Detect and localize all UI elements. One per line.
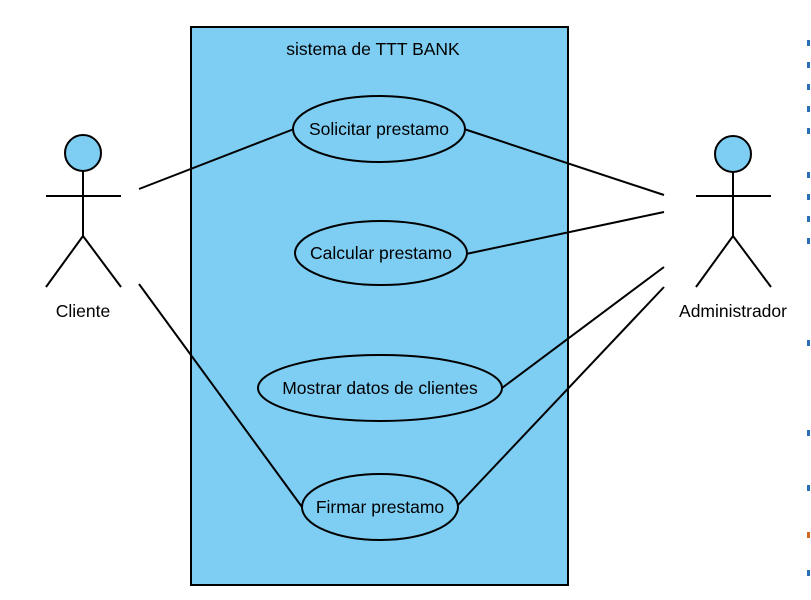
association-admin-solicitar[interactable] — [463, 128, 665, 196]
edge-mark — [807, 532, 810, 538]
association-cliente-firmar[interactable] — [138, 283, 303, 508]
actor-cliente-name: Cliente — [56, 301, 110, 321]
actor-cliente-head — [64, 134, 102, 172]
usecase-calcular-ellipse[interactable] — [294, 220, 468, 286]
edge-fragments — [806, 40, 811, 600]
system-title: sistema de TTT BANK — [286, 39, 460, 59]
edge-mark — [807, 216, 810, 222]
edge-mark — [807, 485, 810, 491]
usecase-firmar-label: Firmar prestamo — [316, 497, 444, 517]
usecase-calcular-prestamo[interactable]: Calcular prestamo — [294, 220, 468, 286]
edge-mark — [807, 430, 810, 436]
usecase-firmar-prestamo[interactable]: Firmar prestamo — [301, 473, 459, 541]
actor-administrador-name: Administrador — [679, 301, 787, 321]
association-admin-mostrar[interactable] — [501, 266, 665, 389]
edge-mark — [807, 172, 810, 178]
usecase-mostrar-datos[interactable]: Mostrar datos de clientes — [257, 354, 503, 422]
edge-mark — [807, 128, 810, 134]
edge-mark — [807, 40, 810, 46]
association-admin-firmar[interactable] — [457, 286, 665, 506]
actor-cliente-right-leg — [82, 235, 122, 288]
edge-mark — [807, 62, 810, 68]
usecase-mostrar-ellipse[interactable] — [257, 354, 503, 422]
actor-administrador[interactable]: Administrador — [679, 135, 787, 321]
actor-administrador-head — [714, 135, 752, 173]
associations — [138, 128, 665, 508]
association-cliente-solicitar[interactable] — [138, 128, 295, 190]
edge-mark — [807, 106, 810, 112]
usecase-solicitar-label: Solicitar prestamo — [309, 119, 449, 139]
usecase-calcular-label: Calcular prestamo — [310, 243, 452, 263]
edge-mark — [807, 84, 810, 90]
usecase-firmar-ellipse[interactable] — [301, 473, 459, 541]
edge-mark — [807, 570, 810, 576]
usecase-solicitar-ellipse[interactable] — [292, 95, 466, 163]
association-admin-calcular[interactable] — [465, 211, 665, 255]
usecase-solicitar-prestamo[interactable]: Solicitar prestamo — [292, 95, 466, 163]
edge-mark — [807, 238, 810, 244]
actor-administrador-left-leg — [695, 235, 734, 288]
actor-administrador-right-leg — [732, 235, 772, 288]
actor-cliente-left-leg — [45, 235, 84, 288]
edge-mark — [807, 194, 810, 200]
actor-cliente[interactable]: Cliente — [45, 134, 122, 321]
edge-mark — [807, 340, 810, 346]
usecase-mostrar-label: Mostrar datos de clientes — [282, 378, 478, 398]
